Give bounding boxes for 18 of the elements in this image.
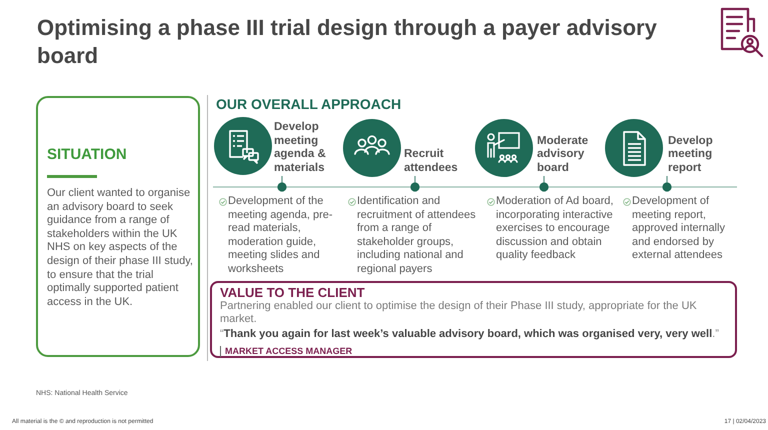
step-title: Develop meeting report: [668, 134, 714, 175]
step-title: Recruit attendees: [404, 148, 459, 175]
attribution: MARKET ACCESS MANAGER: [220, 346, 352, 357]
step-title: Develop meeting agenda & materials: [274, 121, 327, 175]
step-description: Identification and recruitment of attendees from a range of stakeholder groups, including national and regional payers: [357, 195, 477, 277]
situation-panel: [36, 96, 200, 357]
quote-text: “Thank you again for last week’s valuable advisory board, which was organised very, very well.”: [220, 327, 720, 341]
body-text: Partnering enabled our client to optimise the design of their Phase III study, appropriate for the UK market.: [220, 300, 698, 326]
step-title: Moderate advisory board: [537, 134, 590, 175]
step-description: Development of meeting report, approved internally and endorsed by external attendees: [632, 195, 726, 263]
body-text: Our client wanted to organise an advisory board to seek guidance from a range of stakeholders within the UK NHS on key aspects of the design of their phase III study, to ensure that the trial optimally supported patient access in the UK.: [47, 187, 194, 310]
slide-title: Optimising a phase III trial design through a payer advisory board: [37, 14, 658, 70]
value-panel: [210, 281, 737, 358]
section-heading: OUR OVERALL APPROACH: [216, 96, 402, 112]
step-description: Development of the meeting agenda, pre-read materials, moderation guide, meeting slides and worksheets: [228, 195, 334, 277]
step-description: Moderation of Ad board, incorporating interactive exercises to encourage discussion and obtain quality feedback: [496, 195, 614, 263]
panel-heading: VALUE TO THE CLIENT: [220, 285, 366, 300]
panel-heading: SITUATION: [47, 146, 127, 164]
